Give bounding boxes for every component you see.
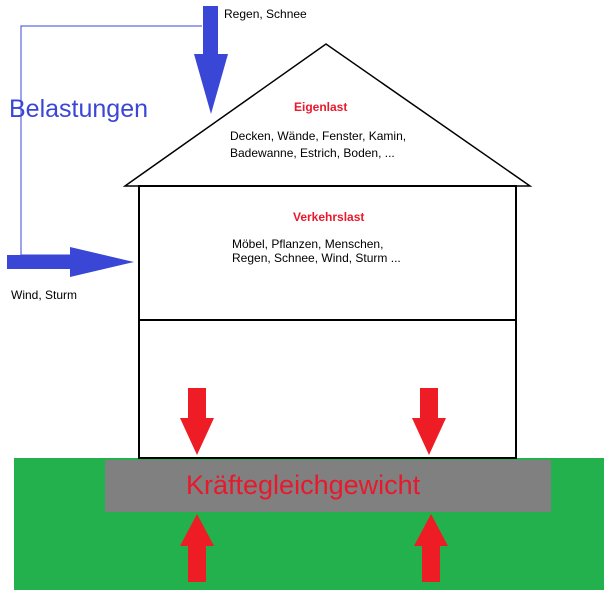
wind-sturm-label: Wind, Sturm — [11, 288, 78, 302]
verkehrslast-line-2: Regen, Schnee, Wind, Sturm ... — [232, 251, 401, 265]
wind-arrow-icon — [7, 247, 134, 277]
eigenlast-line-2: Badewanne, Estrich, Boden, ... — [230, 146, 395, 160]
verkehrslast-title: Verkehrslast — [293, 210, 365, 224]
up-arrow-left-icon — [180, 514, 214, 582]
eigenlast-title: Eigenlast — [294, 100, 348, 114]
verkehrslast-line-1: Möbel, Pflanzen, Menschen, — [232, 237, 384, 251]
roof — [122, 43, 533, 187]
belastungen-label: Belastungen — [9, 95, 149, 123]
eigenlast-line-1: Decken, Wände, Fenster, Kamin, — [230, 129, 407, 143]
rain-arrow-icon — [194, 6, 228, 114]
kraeftegleichgewicht-label: Kräftegleichgewicht — [186, 470, 421, 500]
down-arrow-left-icon — [180, 388, 214, 455]
up-arrow-right-icon — [414, 514, 448, 582]
regen-schnee-label: Regen, Schnee — [224, 7, 307, 21]
foundation — [105, 460, 551, 512]
down-arrow-right-icon — [412, 388, 446, 455]
